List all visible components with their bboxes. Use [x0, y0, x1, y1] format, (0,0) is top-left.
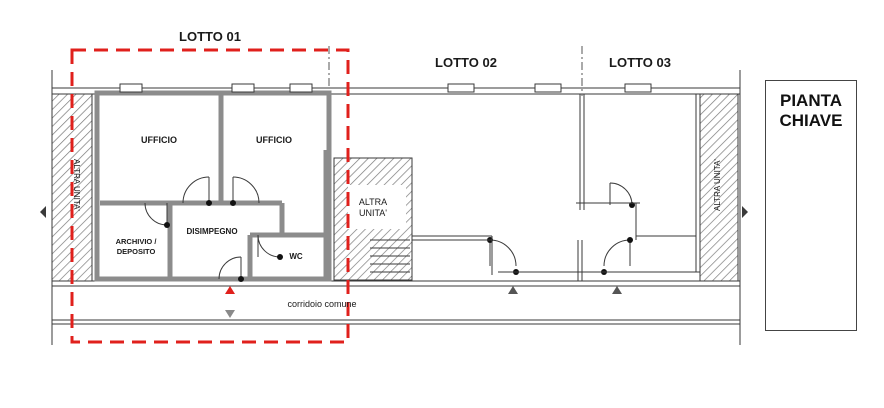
- center-neighbour-unit: [333, 157, 413, 281]
- room-label-altra-center-2: UNITA': [359, 208, 387, 218]
- right-neighbour-unit: [699, 93, 748, 282]
- entrance-marker-down-icon: [225, 310, 235, 318]
- entrance-marker-active-icon: [225, 286, 235, 294]
- key-plan-box: PIANTA CHIAVE: [765, 80, 857, 331]
- left-neighbour-unit: [40, 93, 93, 282]
- key-plan-title-line1: PIANTA: [779, 91, 842, 110]
- lot-label-01: LOTTO 01: [179, 29, 241, 44]
- entrance-marker-lotto-02-icon: [508, 286, 518, 294]
- room-label-disimpegno: DISIMPEGNO: [186, 227, 237, 236]
- room-label-deposito: DEPOSITO: [117, 247, 156, 256]
- lotto-01-rooms: [94, 90, 332, 282]
- room-label-altra-center-1: ALTRA: [359, 197, 387, 207]
- lotto-01-highlight: [70, 48, 350, 344]
- lotto-02-03-rooms: [333, 94, 700, 281]
- room-label-wc: WC: [289, 252, 303, 261]
- room-label-altra-right: ALTRA UNITA': [713, 159, 722, 211]
- key-plan-title: PIANTA CHIAVE: [766, 91, 856, 131]
- windows: [119, 83, 652, 93]
- break-mark-icon: [742, 206, 748, 218]
- room-label-altra-left: ALTRA UNITA': [72, 159, 81, 211]
- entrance-marker-lotto-03-icon: [612, 286, 622, 294]
- break-mark-icon: [40, 206, 46, 218]
- room-label-archivio: ARCHIVIO /: [116, 237, 158, 246]
- lot-label-02: LOTTO 02: [435, 55, 497, 70]
- room-label-ufficio-1: UFFICIO: [141, 135, 177, 145]
- room-label-ufficio-2: UFFICIO: [256, 135, 292, 145]
- corridor-label: corridoio comune: [287, 299, 356, 309]
- key-plan-title-line2: CHIAVE: [779, 111, 843, 130]
- lot-label-03: LOTTO 03: [609, 55, 671, 70]
- doors: [144, 176, 633, 280]
